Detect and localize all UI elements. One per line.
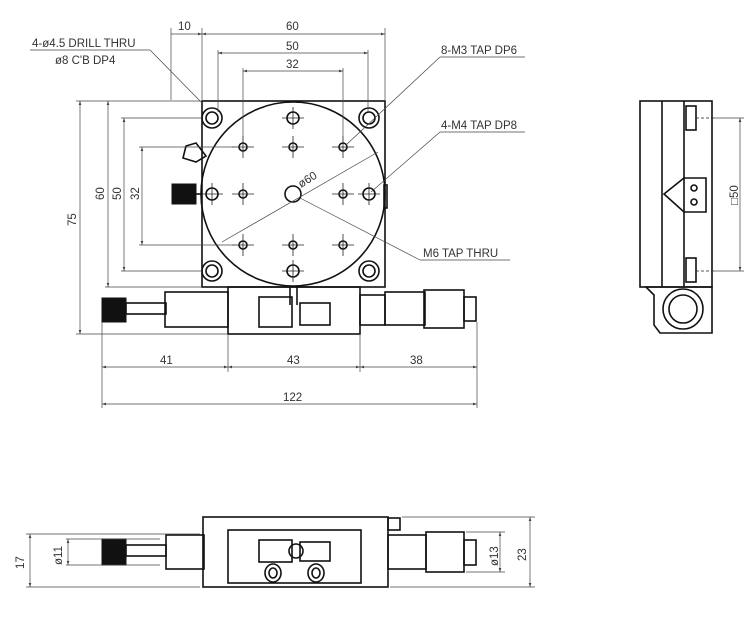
dim-60: 60 xyxy=(286,21,299,33)
lock-lever xyxy=(182,142,208,163)
corner-holes xyxy=(201,107,380,282)
dim-23: 23 xyxy=(517,548,529,561)
dim-38: 38 xyxy=(410,355,423,367)
dim-square-50: □50 xyxy=(729,185,741,205)
lock-knob xyxy=(171,183,197,205)
dim-17: 17 xyxy=(15,556,27,569)
top-view: ø60 xyxy=(101,100,477,335)
dim-43: 43 xyxy=(287,355,300,367)
diameter-line xyxy=(221,151,379,243)
left-dimensions: 75 60 50 32 xyxy=(67,100,235,335)
micrometer-thimble xyxy=(423,289,465,329)
dim-122: 122 xyxy=(283,392,302,404)
callout-m4: 4-M4 TAP DP8 xyxy=(441,120,517,132)
callout-m6: M6 TAP THRU xyxy=(423,248,498,260)
dim-32-v: 32 xyxy=(130,187,142,200)
center-m6-hole xyxy=(284,185,302,203)
dim-32: 32 xyxy=(286,59,299,71)
bottom-dimensions: 41 43 38 122 xyxy=(101,322,478,408)
dim-d13: ø13 xyxy=(489,546,501,566)
callout-m3: 8-M3 TAP DP6 xyxy=(441,45,517,57)
dim-75: 75 xyxy=(67,213,79,226)
dim-d11: ø11 xyxy=(53,546,65,565)
callout-counterbore: ø8 C'B DP4 xyxy=(55,55,116,67)
rotary-table xyxy=(200,101,386,287)
dim-10: 10 xyxy=(178,21,191,33)
carriage-body xyxy=(227,286,361,335)
side-view: □50 xyxy=(639,100,744,334)
barrel xyxy=(164,291,229,328)
dim-41: 41 xyxy=(160,355,173,367)
callouts: 4-ø4.5 DRILL THRU ø8 C'B DP4 8-M3 TAP DP… xyxy=(30,38,525,261)
micrometer-sleeve xyxy=(359,294,386,326)
dim-50-v: 50 xyxy=(112,187,124,200)
callout-drill: 4-ø4.5 DRILL THRU xyxy=(32,38,136,50)
dim-60-v: 60 xyxy=(95,187,107,200)
tapped-holes xyxy=(201,107,380,282)
adjust-knob xyxy=(101,297,127,323)
dim-50: 50 xyxy=(286,41,299,53)
top-dimensions: 10 60 50 32 xyxy=(170,21,386,140)
front-view: 17 ø11 ø13 23 xyxy=(15,516,535,588)
